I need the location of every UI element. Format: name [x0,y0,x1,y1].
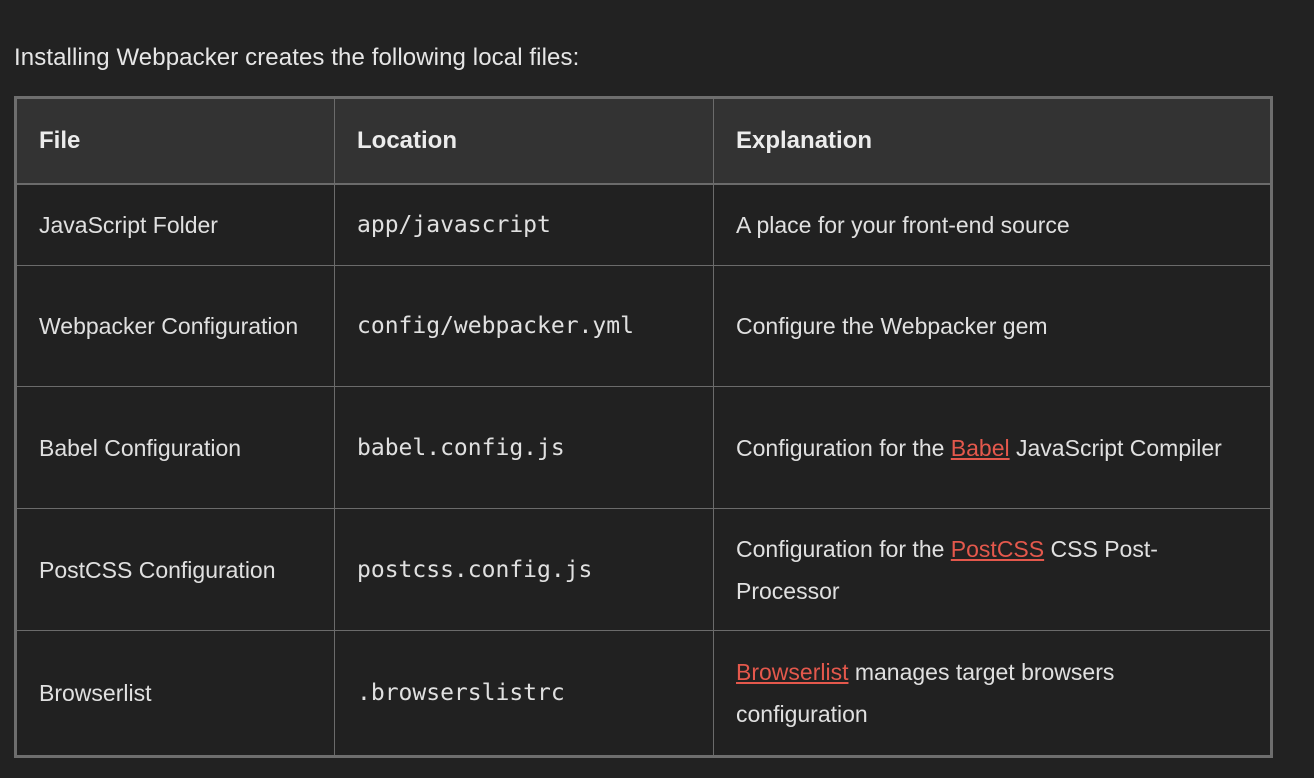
files-table-container: File Location Explanation JavaScript Fol… [14,96,1273,758]
cell-explanation: Configuration for the PostCSS CSS Post-P… [713,508,1272,631]
column-header-file: File [15,97,335,185]
table-row: Babel Configuration babel.config.js Conf… [15,386,1272,509]
table-row: Browserlist .browserslistrc Browserlist … [15,630,1272,757]
local-files-table: File Location Explanation JavaScript Fol… [14,96,1273,758]
cell-location: .browserslistrc [334,630,714,757]
cell-location: config/webpacker.yml [334,265,714,387]
explanation-link-postcss[interactable]: PostCSS [950,535,1045,562]
cell-location: babel.config.js [334,386,714,509]
page-intro-text: Installing Webpacker creates the followi… [14,44,580,71]
cell-file: Babel Configuration [15,386,335,509]
explanation-link-babel[interactable]: Babel [950,434,1010,461]
cell-explanation: Configuration for the Babel JavaScript C… [713,386,1272,509]
cell-explanation: Browserlist manages target browsers conf… [713,630,1272,757]
explanation-text-before: A place for your front-end source [736,212,1070,238]
explanation-text-after: CSS Post-Processor [736,535,1158,604]
cell-explanation: A place for your front-end source [713,183,1272,266]
cell-file: Browserlist [15,630,335,757]
column-header-explanation: Explanation [713,97,1272,185]
explanation-text-before: Configuration for the [736,535,951,562]
table-row: Webpacker Configuration config/webpacker… [15,265,1272,387]
explanation-text-after: JavaScript Compiler [1009,434,1222,461]
cell-explanation: Configure the Webpacker gem [713,265,1272,387]
explanation-text-after: manages target browsers configuration [736,659,1115,727]
table-row: JavaScript Folder app/javascript A place… [15,183,1272,266]
table-body: JavaScript Folder app/javascript A place… [15,183,1272,757]
explanation-text-before: Configure the Webpacker gem [736,313,1048,339]
explanation-link-browserlist[interactable]: Browserlist [736,659,849,685]
cell-location: app/javascript [334,183,714,266]
cell-file: PostCSS Configuration [15,508,335,631]
cell-location: postcss.config.js [334,508,714,631]
column-header-location: Location [334,97,714,185]
table-header-row: File Location Explanation [15,97,1272,185]
cell-file: JavaScript Folder [15,183,335,266]
table-row: PostCSS Configuration postcss.config.js … [15,508,1272,631]
table-head: File Location Explanation [15,97,1272,185]
cell-file: Webpacker Configuration [15,265,335,387]
explanation-text-before: Configuration for the [736,434,951,461]
